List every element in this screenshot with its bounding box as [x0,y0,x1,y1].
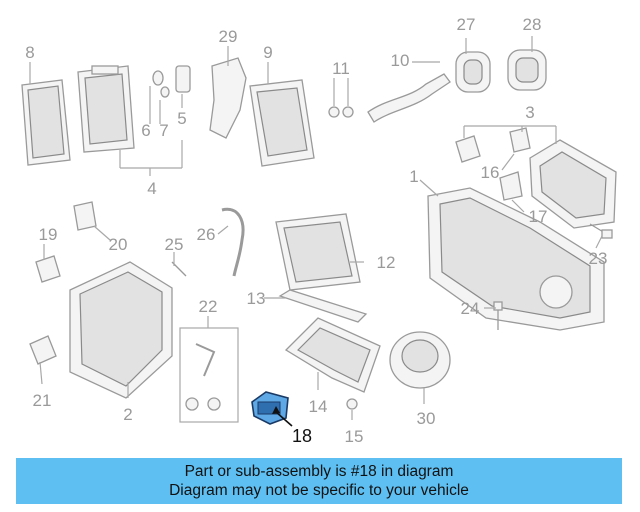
callout-22: 22 [199,297,218,316]
callout-23: 23 [589,249,608,268]
part-14-lower-plate [284,317,381,393]
callout-14: 14 [309,397,328,416]
callout-13: 13 [247,289,266,308]
callout-29: 29 [219,27,238,46]
callout-3: 3 [525,103,534,122]
part-1-main-housing [427,187,605,331]
callout-12: 12 [377,253,396,272]
part-6-7-seals [152,70,170,98]
callout-labels: 8 29 9 27 28 10 11 6 7 5 4 3 1 16 17 26 … [25,15,607,446]
callout-19: 19 [39,225,58,244]
banner-line-1: Part or sub-assembly is #18 in diagram [184,463,454,480]
callout-25: 25 [165,235,184,254]
callout-7: 7 [159,121,168,140]
callout-26: 26 [197,225,216,244]
callout-6: 6 [141,121,150,140]
callout-4: 4 [147,179,156,198]
callout-20: 20 [109,235,128,254]
leader-lines [29,36,603,420]
part-20-bracket [73,201,97,231]
callout-24: 24 [461,299,480,318]
part-29-bracket [209,57,247,139]
callout-18[interactable]: 18 [292,426,312,446]
part-3-upper-housing [529,139,617,229]
callout-30: 30 [417,409,436,428]
part-9-heater-core [249,79,315,167]
part-10-pipes [367,73,451,123]
callout-10: 10 [391,51,410,70]
callout-15: 15 [345,427,364,446]
banner-line-2: Diagram may not be specific to your vehi… [169,482,469,499]
callout-1: 1 [409,167,418,186]
callout-16: 16 [481,163,500,182]
part-8-filter-frame [21,79,71,166]
part-5-expansion-valve [175,65,191,93]
part-17-actuator [499,171,523,201]
callout-27: 27 [457,15,476,34]
info-banner: Part or sub-assembly is #18 in diagram D… [16,458,622,504]
part-2-left-housing [69,261,173,399]
parts-diagram: 8 29 9 27 28 10 11 6 7 5 4 3 1 16 17 26 … [21,15,617,446]
callout-9: 9 [263,43,272,62]
part-28-gasket [507,49,547,91]
part-27-gasket [455,51,491,93]
part-30-blower-motor [389,331,451,389]
part-22-kit [179,327,239,423]
part-23-screw [589,223,613,239]
part-24-screw [493,301,503,330]
part-21-bracket [29,335,57,365]
callout-11: 11 [332,59,350,78]
part-11-clips [328,106,354,118]
callout-5: 5 [177,109,186,128]
part-26-hose [221,207,245,277]
part-12-cabin-filter [275,213,361,291]
callout-17: 17 [529,207,548,226]
callout-28: 28 [523,15,542,34]
callout-2: 2 [123,405,132,424]
part-3-actuators [455,127,531,163]
callout-8: 8 [25,43,34,62]
part-18-highlighted[interactable] [251,391,293,427]
callout-21: 21 [33,391,52,410]
part-13-seal-strip [278,289,368,323]
part-4-evaporator [77,65,135,153]
part-15-screw [346,398,358,410]
part-19-clip [35,255,61,283]
